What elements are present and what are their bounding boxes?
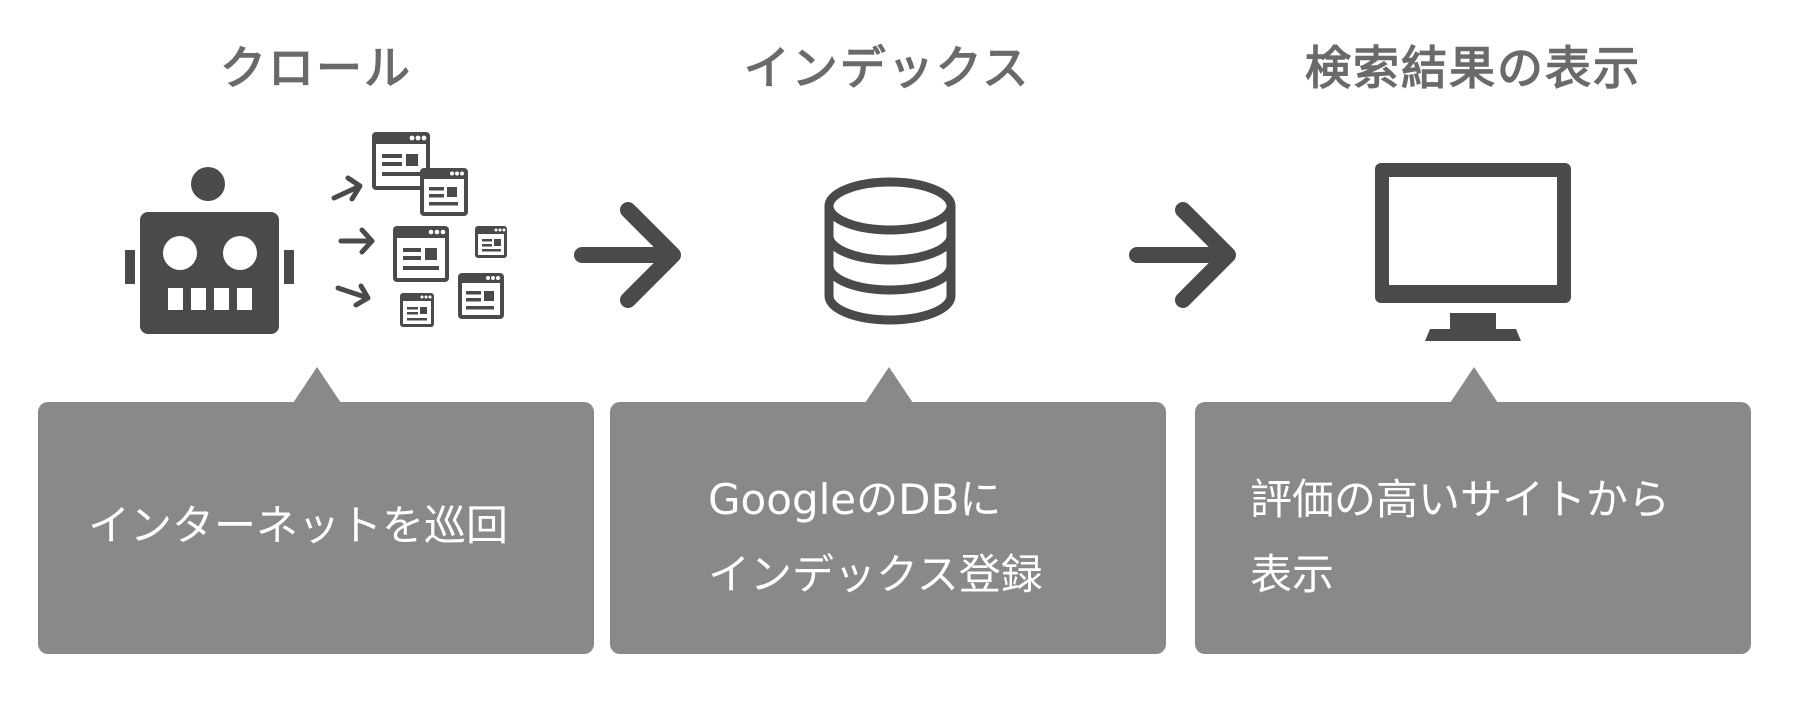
arrow-right-icon <box>1125 198 1245 312</box>
web-page-icons <box>372 132 507 327</box>
database-icon <box>820 168 960 338</box>
stage-title-index: インデックス <box>743 41 1031 95</box>
callout-index-text: GoogleのDBに インデックス登録 <box>708 462 1043 612</box>
robot-icon <box>125 167 294 334</box>
callout-results-text: 評価の高いサイトから 表示 <box>1250 462 1670 612</box>
callout-crawl: インターネットを巡回 <box>38 367 594 654</box>
callout-results: 評価の高いサイトから 表示 <box>1195 367 1751 654</box>
arrow-right-icon <box>570 198 690 312</box>
callout-index-line-1: GoogleのDBに <box>708 475 1002 524</box>
callout-index: GoogleのDBに インデックス登録 <box>610 367 1166 654</box>
callout-crawl-line-1: インターネットを巡回 <box>88 501 509 550</box>
callout-results-line-1: 評価の高いサイトから <box>1250 475 1671 524</box>
crawl-arrows <box>331 175 375 308</box>
stage-title-crawl: クロール <box>220 41 412 95</box>
callout-results-line-2: 表示 <box>1250 550 1335 599</box>
stage-title-results: 検索結果の表示 <box>1305 41 1641 95</box>
monitor-icon <box>1375 163 1575 345</box>
callout-crawl-text: インターネットを巡回 <box>88 488 508 563</box>
robot-crawling-pages-icon <box>120 128 520 348</box>
callout-index-line-2: インデックス登録 <box>708 550 1043 599</box>
